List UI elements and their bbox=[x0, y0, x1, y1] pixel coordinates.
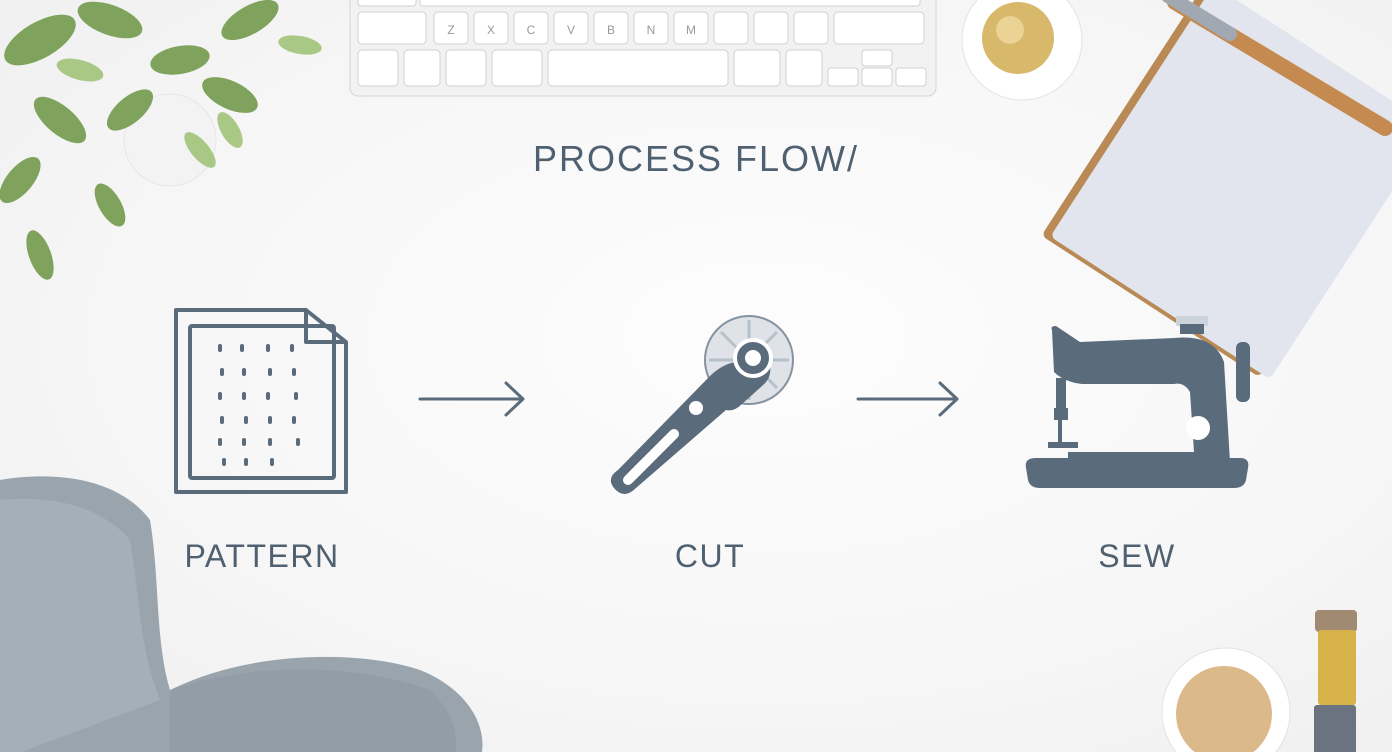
pen bbox=[1162, 0, 1392, 136]
keyboard-key-label: B bbox=[607, 23, 615, 37]
plant bbox=[0, 0, 322, 280]
keyboard-key-label: C bbox=[527, 23, 536, 37]
coffee-cup-top bbox=[961, 0, 1083, 101]
paint-brush bbox=[1314, 610, 1357, 752]
keyboard-key-label: N bbox=[647, 23, 656, 37]
pattern-icon bbox=[174, 308, 348, 494]
keyboard-key-label: M bbox=[686, 23, 696, 37]
step-label-pattern: PATTERN bbox=[184, 538, 340, 574]
sewing-machine-icon bbox=[1025, 316, 1250, 488]
step-label-cut: CUT bbox=[674, 538, 746, 574]
arrow-right-icon bbox=[418, 381, 525, 417]
keyboard-key-label: Z bbox=[447, 23, 454, 37]
arrow-right-icon bbox=[856, 381, 959, 417]
rotary-cutter-icon bbox=[610, 315, 794, 494]
page-title: PROCESS FLOW/ bbox=[532, 138, 860, 179]
step-label-sew: SEW bbox=[1098, 538, 1176, 574]
coffee-cup-bottom bbox=[1161, 647, 1291, 752]
keyboard-key-label: V bbox=[567, 23, 575, 37]
fabric bbox=[0, 476, 483, 752]
keyboard-key-label: X bbox=[487, 23, 495, 37]
